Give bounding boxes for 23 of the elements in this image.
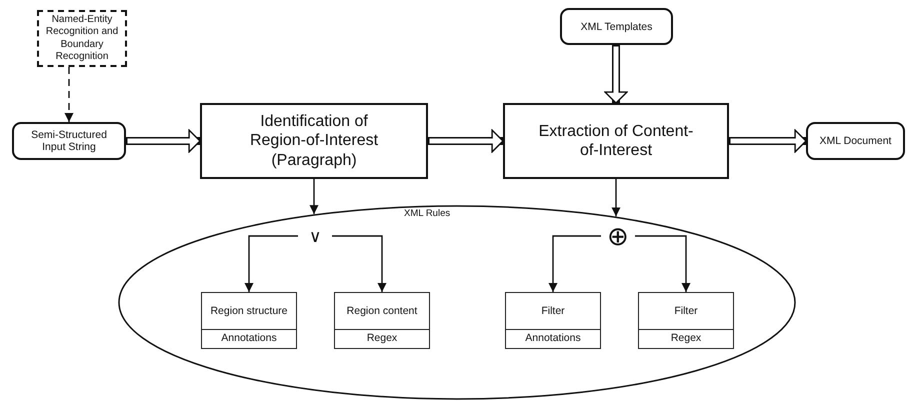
box-label: Semi-Structured Input String	[30, 129, 108, 153]
operator-label: ∨	[309, 228, 321, 244]
box-label: Identification of Region-of-Interest (Paragraph)	[248, 112, 380, 170]
rule-type-label: Regex	[335, 329, 429, 347]
process-box	[37, 10, 127, 67]
rule-label: Filter	[673, 304, 699, 319]
terminal-box	[12, 122, 126, 160]
ellipse-label: XML Rules	[404, 208, 450, 219]
rule-label: Region structure	[209, 304, 289, 319]
rule-type-label: Annotations	[506, 329, 600, 347]
terminal-box	[560, 8, 673, 45]
box-label: Extraction of Content-of-Interest	[538, 122, 694, 160]
process-box	[200, 103, 428, 179]
rule-label: Filter	[540, 304, 566, 319]
process-box	[503, 103, 729, 179]
rule-label: Region content	[346, 304, 418, 319]
box-label: Named-Entity Recognition and Boundary Recognition	[44, 14, 120, 64]
operator-label: ⊕	[607, 223, 629, 249]
terminal-box	[806, 122, 905, 160]
rule-type-label: Annotations	[202, 329, 296, 347]
rule-type-label: Regex	[639, 329, 733, 347]
box-label: XML Templates	[580, 20, 654, 32]
box-label: XML Document	[818, 135, 892, 147]
